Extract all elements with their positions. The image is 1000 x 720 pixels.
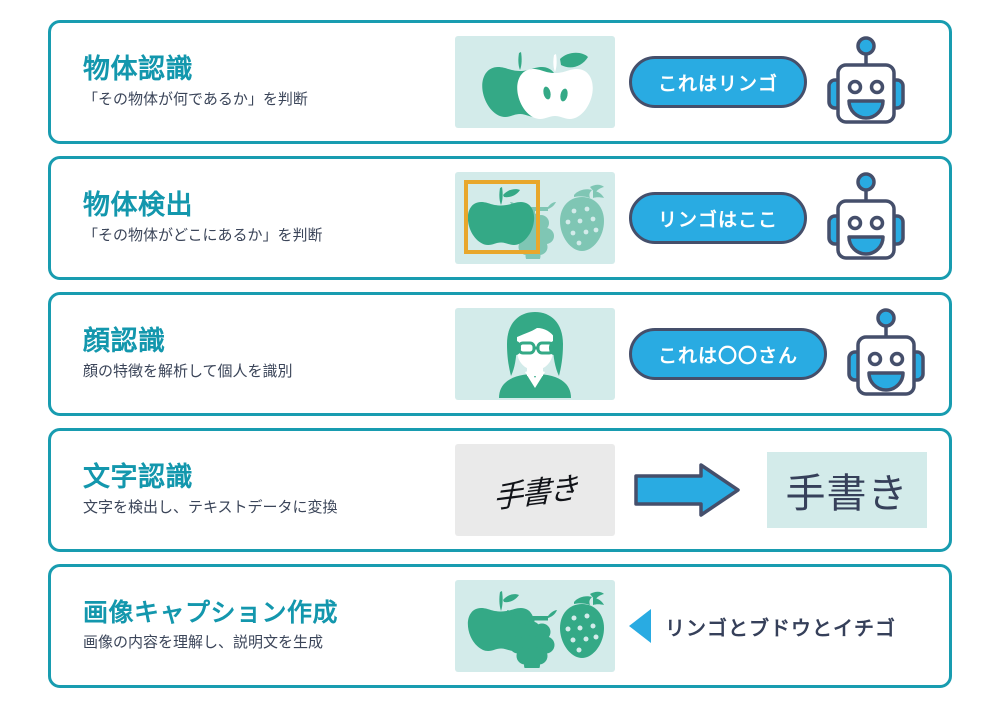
- text-column: 物体検出 「その物体がどこにあるか」を判断: [83, 190, 455, 245]
- robot-icon: [847, 308, 925, 396]
- card-title: 画像キャプション作成: [83, 599, 339, 628]
- output-area: これは〇〇さん: [615, 295, 949, 413]
- image-tile: [455, 36, 615, 128]
- robot-icon: [827, 36, 905, 124]
- left-triangle-icon: [629, 609, 651, 643]
- speech-bubble: これはリンゴ: [629, 56, 808, 108]
- card-text-recognition: 文字認識 文字を検出し、テキストデータに変換 手書き 手書き: [48, 428, 952, 552]
- handwriting-sample: 手書き: [493, 470, 578, 517]
- card-title: 物体検出: [83, 190, 193, 221]
- caption-output: リンゴとブドウとイチゴ: [629, 609, 896, 643]
- strawberry-icon: [560, 591, 604, 658]
- image-tile-handwriting: 手書き: [455, 444, 615, 536]
- image-tile: [455, 172, 615, 264]
- card-title: 物体認識: [83, 54, 193, 85]
- caption-text: リンゴとブドウとイチゴ: [665, 617, 896, 640]
- card-subtitle: 画像の内容を理解し、説明文を生成: [83, 633, 324, 651]
- apple-cut-icon: [482, 52, 593, 119]
- output-area: リンゴはここ: [615, 159, 949, 277]
- three-fruits-icon: [467, 591, 604, 668]
- speech-bubble: リンゴはここ: [629, 192, 808, 244]
- output-area: これはリンゴ: [615, 23, 949, 141]
- card-object-recognition: 物体認識 「その物体が何であるか」を判断 これはリンゴ: [48, 20, 952, 144]
- speech-bubble: これは〇〇さん: [629, 328, 828, 380]
- robot-response: リンゴはここ: [629, 172, 909, 264]
- text-column: 画像キャプション作成 画像の内容を理解し、説明文を生成: [83, 600, 455, 652]
- card-image-captioning: 画像キャプション作成 画像の内容を理解し、説明文を生成: [48, 564, 952, 688]
- fruits-with-bounding-box-icon: [464, 180, 604, 259]
- robot-icon: [827, 172, 905, 260]
- card-subtitle: 顔の特徴を解析して個人を識別: [83, 362, 293, 380]
- robot-response: これは〇〇さん: [629, 308, 929, 400]
- image-tile: [455, 580, 615, 672]
- recognized-text-tile: 手書き: [767, 452, 927, 528]
- strawberry-icon: [560, 184, 604, 251]
- output-area: 手書き: [615, 452, 949, 528]
- output-area: リンゴとブドウとイチゴ: [615, 567, 949, 685]
- recognized-text: 手書き: [785, 472, 909, 516]
- robot-response: これはリンゴ: [629, 36, 909, 128]
- text-column: 顔認識 顔の特徴を解析して個人を識別: [83, 326, 455, 381]
- text-column: 文字認識 文字を検出し、テキストデータに変換: [83, 462, 455, 517]
- image-tile: [455, 308, 615, 400]
- card-subtitle: 「その物体がどこにあるか」を判断: [83, 226, 323, 244]
- apple-icon: [467, 187, 535, 245]
- person-face-icon: [499, 312, 571, 398]
- card-title: 顔認識: [83, 326, 166, 357]
- grapes-icon: [507, 610, 557, 668]
- text-column: 物体認識 「その物体が何であるか」を判断: [83, 54, 455, 109]
- card-title: 文字認識: [83, 462, 193, 493]
- right-arrow-icon: [634, 463, 740, 517]
- card-face-recognition: 顔認識 顔の特徴を解析して個人を識別: [48, 292, 952, 416]
- card-subtitle: 「その物体が何であるか」を判断: [83, 90, 308, 108]
- card-subtitle: 文字を検出し、テキストデータに変換: [83, 498, 338, 516]
- card-object-detection: 物体検出 「その物体がどこにあるか」を判断: [48, 156, 952, 280]
- bounding-box: [464, 180, 540, 254]
